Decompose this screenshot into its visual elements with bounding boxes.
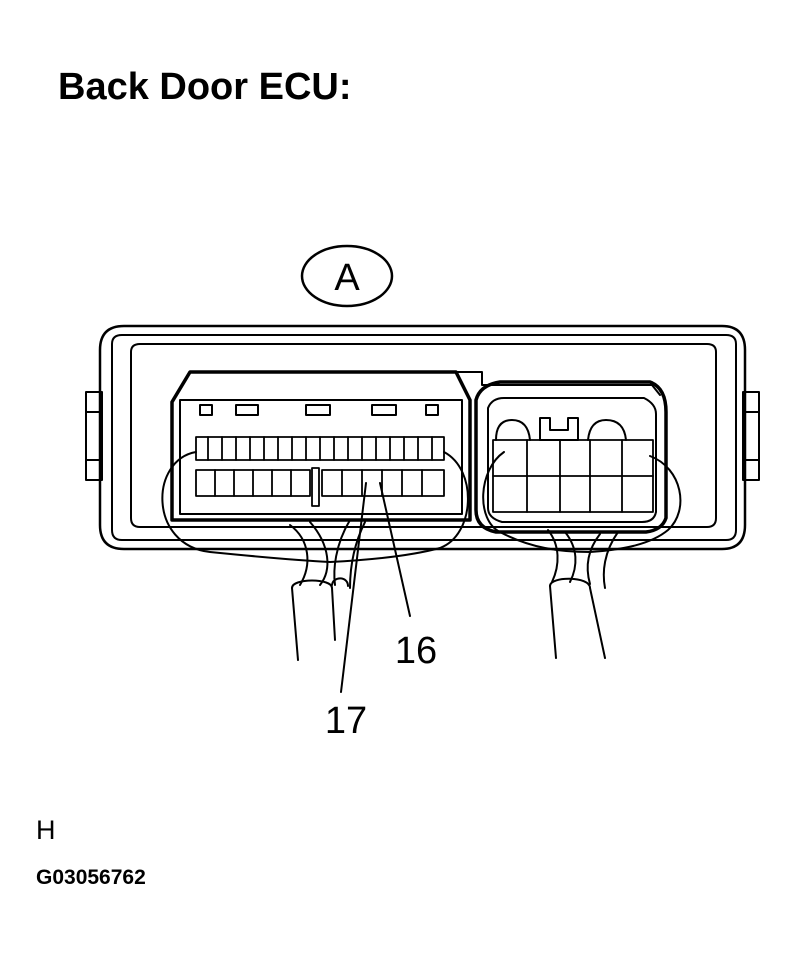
diagram-title: Back Door ECU: xyxy=(58,66,352,108)
connector-a-upper-pin-row xyxy=(195,436,445,461)
pin-16-label: 16 xyxy=(395,630,437,672)
view-letter: H xyxy=(36,815,56,845)
pin-16-callout: 16 xyxy=(379,482,437,672)
connector-b-pin-grid xyxy=(492,439,654,513)
connector-a-harness xyxy=(161,451,469,661)
right-mount-tab xyxy=(742,391,760,481)
connector-a-header xyxy=(170,370,661,522)
pin-17-callout: 17 xyxy=(325,482,367,742)
connector-a-lower-pin-row xyxy=(195,467,445,507)
connector-label-bubble: A xyxy=(300,244,394,308)
connector-b-header xyxy=(474,380,668,534)
pin-17-label: 17 xyxy=(325,700,367,742)
left-mount-tab xyxy=(85,391,103,481)
figure-code: G03056762 xyxy=(36,866,146,889)
connector-label: A xyxy=(334,257,360,299)
ecu-housing xyxy=(98,324,747,551)
connector-b-harness xyxy=(482,451,682,659)
